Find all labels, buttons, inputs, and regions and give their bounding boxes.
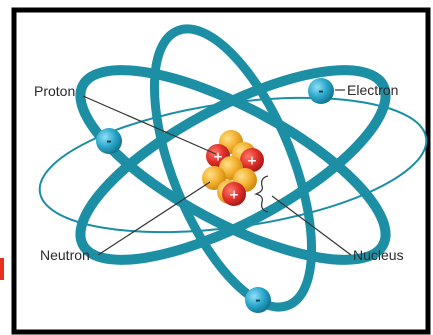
electron-particle: - <box>245 287 271 313</box>
neutron-label: Neutron <box>40 247 90 263</box>
proton-sign: + <box>213 150 223 164</box>
electron-sign: - <box>318 85 323 100</box>
nucleus: + + + <box>202 130 264 206</box>
proton-sign: + <box>229 188 239 202</box>
electron-sign: - <box>255 294 260 309</box>
proton-sign: + <box>247 154 257 168</box>
electron-label: Electron <box>347 82 398 98</box>
proton-label: Proton <box>34 83 75 99</box>
nucleus-bracket <box>256 176 268 212</box>
electron-sign: - <box>106 135 111 150</box>
electron-particle: - <box>308 78 334 104</box>
nucleus-label: Nucleus <box>353 247 404 263</box>
electron-particle: - <box>96 128 122 154</box>
